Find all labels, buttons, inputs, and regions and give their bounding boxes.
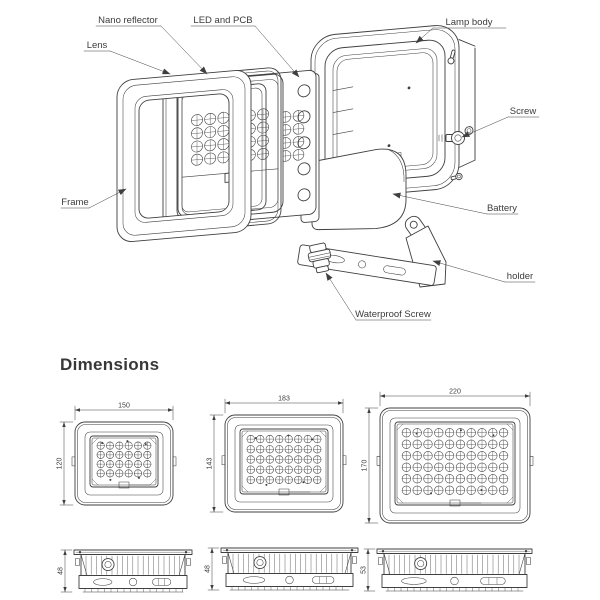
part-screw-top-pin (447, 49, 456, 65)
label-waterproof-screw: Waterproof Screw (355, 309, 431, 320)
label-lens: Lens (87, 40, 108, 51)
side-view-2: 48 (205, 547, 359, 591)
part-screw-small (450, 172, 463, 181)
part-frame (116, 70, 252, 242)
front-view-150: 150 120 (57, 403, 177, 506)
label-led-pcb: LED and PCB (193, 15, 252, 26)
part-battery (311, 148, 407, 231)
leader-lines (60, 25, 540, 321)
side-view-1: 48 (58, 549, 193, 593)
dim-width-label: 150 (118, 403, 130, 410)
side-view-3: 53 (361, 548, 533, 592)
exploded-view-diagram: Nano reflector LED and PCB Lamp body Len… (60, 15, 540, 321)
dim-height-label: 120 (57, 458, 64, 470)
dimensions-section-title: Dimensions (60, 355, 160, 374)
label-holder: holder (507, 271, 533, 282)
front-view-220: 220 170 (362, 389, 534, 524)
front-view-183: 183 143 (207, 396, 347, 513)
dim-height-label: 48 (205, 565, 212, 573)
label-screw: Screw (510, 106, 537, 117)
label-battery: Battery (487, 203, 517, 214)
dim-height-label: 53 (361, 566, 368, 574)
label-lamp-body: Lamp body (445, 17, 492, 28)
dim-width-label: 220 (449, 389, 461, 396)
dim-height-label: 170 (362, 460, 369, 472)
dim-width-label: 183 (278, 396, 290, 403)
dimension-drawings: 150 120 183 143 220 170 48 48 53 (57, 389, 534, 593)
dim-height-label: 143 (207, 458, 214, 470)
dim-height-label: 48 (58, 567, 65, 575)
label-nano-reflector: Nano reflector (98, 15, 158, 26)
label-frame: Frame (61, 197, 88, 208)
